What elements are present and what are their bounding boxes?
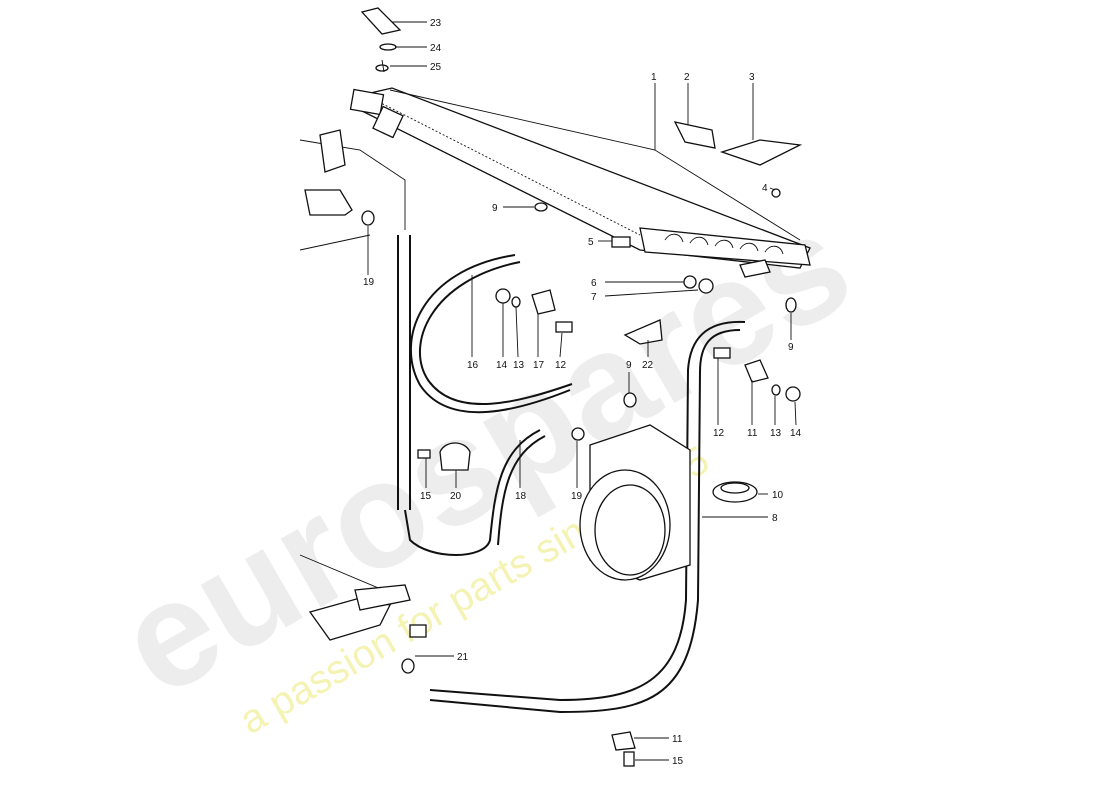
callout-11-right: 11	[747, 428, 758, 439]
clamp-17	[531, 289, 556, 315]
callout-2: 2	[684, 72, 690, 83]
bracket-22	[623, 319, 663, 345]
nut-14-right	[785, 386, 801, 402]
callout-21: 21	[457, 652, 469, 663]
nut-7	[698, 278, 714, 294]
callout-labels: 23 24 25 1 2 3 4 9 5 6 7 9 19 16 14 13 1…	[363, 18, 802, 767]
callout-16: 16	[467, 360, 479, 371]
screw-4	[771, 188, 781, 198]
bracket-3	[719, 139, 803, 166]
hose-8	[429, 320, 746, 702]
callout-9-mid: 9	[626, 360, 632, 371]
seal-19-mid	[571, 427, 585, 441]
screw-15-left	[417, 449, 431, 459]
seal-19-left	[361, 210, 375, 226]
hose-18	[404, 429, 541, 556]
bolt-5	[611, 236, 631, 248]
callout-1: 1	[651, 72, 657, 83]
callout-19-mid: 19	[571, 491, 583, 502]
callout-25: 25	[430, 62, 442, 73]
seal-9-mid	[623, 392, 637, 408]
callout-15-bottom: 15	[672, 756, 684, 767]
clamp-20	[439, 442, 471, 471]
callout-18: 18	[515, 491, 527, 502]
callout-13-left: 13	[513, 360, 525, 371]
seal-9-right	[785, 297, 797, 313]
callout-23: 23	[430, 18, 442, 29]
callout-11-bottom: 11	[672, 734, 683, 745]
callout-7: 7	[591, 292, 597, 303]
clamp-11-right	[744, 359, 769, 383]
hose-16	[410, 254, 571, 414]
callout-9-right: 9	[788, 342, 794, 353]
clamp-11-bottom	[611, 731, 636, 751]
callout-17: 17	[533, 360, 545, 371]
callout-15-left: 15	[420, 491, 432, 502]
callout-20: 20	[450, 491, 462, 502]
fuel-rail-assembly	[349, 87, 811, 278]
nut-6	[683, 275, 697, 289]
callout-10: 10	[772, 490, 784, 501]
bolt-12-right	[713, 347, 731, 359]
screw-25	[375, 59, 389, 73]
callout-19-left: 19	[363, 277, 375, 288]
callout-12-right: 12	[713, 428, 725, 439]
callout-4: 4	[762, 183, 768, 194]
washer-24	[379, 43, 397, 51]
callout-14-left: 14	[496, 360, 508, 371]
callout-22: 22	[642, 360, 654, 371]
washer-13-right	[771, 384, 781, 396]
bolt-12-left	[555, 321, 573, 333]
callout-3: 3	[749, 72, 755, 83]
callout-12-left: 12	[555, 360, 567, 371]
bracket-2	[673, 121, 716, 149]
callout-8: 8	[772, 513, 778, 524]
screw-15-bottom	[623, 751, 635, 767]
pipe-left	[397, 235, 411, 510]
callout-24: 24	[430, 43, 442, 54]
leader-lines	[367, 21, 797, 761]
washer-13-left	[511, 296, 521, 308]
seal-9-top	[534, 202, 548, 212]
heater-unit	[579, 424, 691, 581]
engine-block-left	[299, 129, 406, 251]
callout-5: 5	[588, 237, 594, 248]
callout-6: 6	[591, 278, 597, 289]
valve-block	[299, 554, 427, 641]
callout-9-top: 9	[492, 203, 498, 214]
nut-14-left	[495, 288, 511, 304]
callout-13-right: 13	[770, 428, 782, 439]
callout-14-right: 14	[790, 428, 802, 439]
grommet-10	[712, 481, 758, 503]
bracket-23	[360, 7, 402, 35]
seal-21	[401, 658, 415, 674]
